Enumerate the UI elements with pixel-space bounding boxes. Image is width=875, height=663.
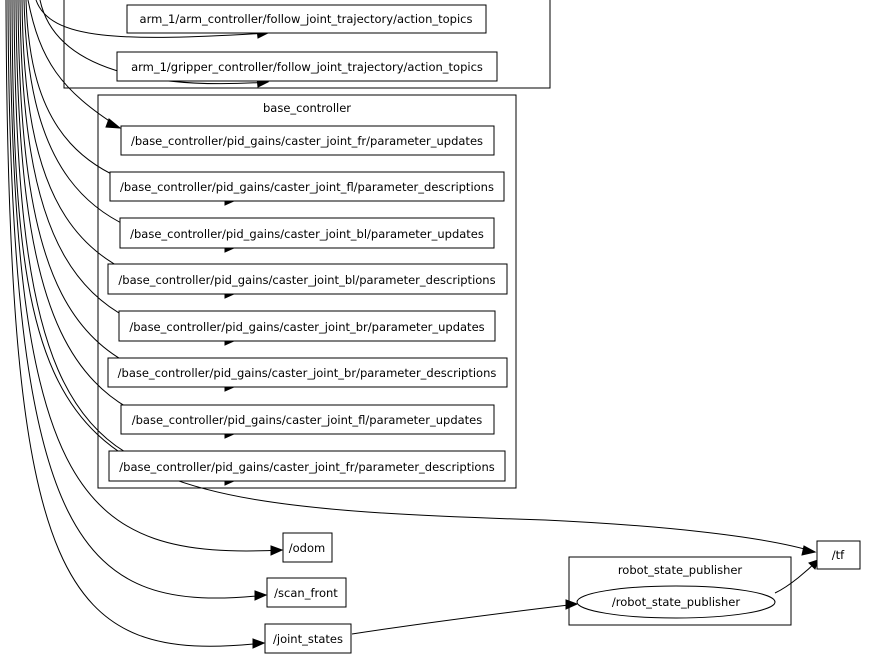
topic-label: /joint_states [273,632,343,646]
topic-caster-br-updates[interactable]: /base_controller/pid_gains/caster_joint_… [118,310,496,342]
edge-odom [9,0,283,552]
topic-caster-fr-descriptions[interactable]: /base_controller/pid_gains/caster_joint_… [108,450,506,482]
topic-label: /base_controller/pid_gains/caster_joint_… [120,180,494,194]
topic-label: /base_controller/pid_gains/caster_joint_… [132,413,483,427]
node-robot-state-publisher[interactable]: /robot_state_publisher [576,585,776,619]
topic-gripper-traj[interactable]: arm_1/gripper_controller/follow_joint_tr… [116,51,498,82]
topic-label: /base_controller/pid_gains/caster_joint_… [129,320,484,334]
topic-caster-bl-updates[interactable]: /base_controller/pid_gains/caster_joint_… [119,217,495,249]
topic-label: /base_controller/pid_gains/caster_joint_… [130,227,484,241]
arrowhead [254,590,268,601]
arrowhead [105,118,122,129]
topic-label: /base_controller/pid_gains/caster_joint_… [131,134,483,148]
topic-label: /scan_front [274,586,338,600]
edge-joint-states-to-rsp [351,603,578,635]
topic-caster-fl-descriptions[interactable]: /base_controller/pid_gains/caster_joint_… [109,171,505,202]
topic-label: /tf [832,548,845,562]
topic-odom[interactable]: /odom [282,532,333,563]
topic-label: /base_controller/pid_gains/caster_joint_… [118,366,497,380]
topic-arm-traj[interactable]: arm_1/arm_controller/follow_joint_trajec… [126,4,487,34]
edge-fr-updates [27,0,121,129]
node-label: /robot_state_publisher [612,595,740,609]
topic-label: /base_controller/pid_gains/caster_joint_… [119,460,494,474]
edge-scan-front [7,0,267,599]
arrowhead [565,599,579,610]
base-controller-cluster-label: base_controller [263,101,351,115]
topic-joint-states[interactable]: /joint_states [264,623,352,654]
topic-caster-fr-updates[interactable]: /base_controller/pid_gains/caster_joint_… [120,125,495,156]
edge-tf [11,0,816,553]
edge-gripper-traj [39,0,269,85]
base-controller-cluster [97,94,517,489]
topic-scan-front[interactable]: /scan_front [266,577,347,608]
edge-joint-states [5,0,265,647]
topic-label: /base_controller/pid_gains/caster_joint_… [118,273,495,287]
topic-caster-fl-updates[interactable]: /base_controller/pid_gains/caster_joint_… [120,404,495,435]
robot-state-publisher-cluster [568,556,792,626]
topic-label: arm_1/gripper_controller/follow_joint_tr… [131,60,483,74]
arm-cluster [63,0,551,89]
topic-caster-bl-descriptions[interactable]: /base_controller/pid_gains/caster_joint_… [107,263,508,295]
topic-tf[interactable]: /tf [816,540,861,570]
topic-caster-br-descriptions[interactable]: /base_controller/pid_gains/caster_joint_… [107,357,508,388]
arrowhead [270,545,284,556]
topic-label: /odom [289,541,325,555]
robot-state-publisher-cluster-label: robot_state_publisher [618,563,743,577]
topic-label: arm_1/arm_controller/follow_joint_trajec… [140,12,473,26]
arrowhead [801,545,817,556]
arrowhead [252,638,266,649]
